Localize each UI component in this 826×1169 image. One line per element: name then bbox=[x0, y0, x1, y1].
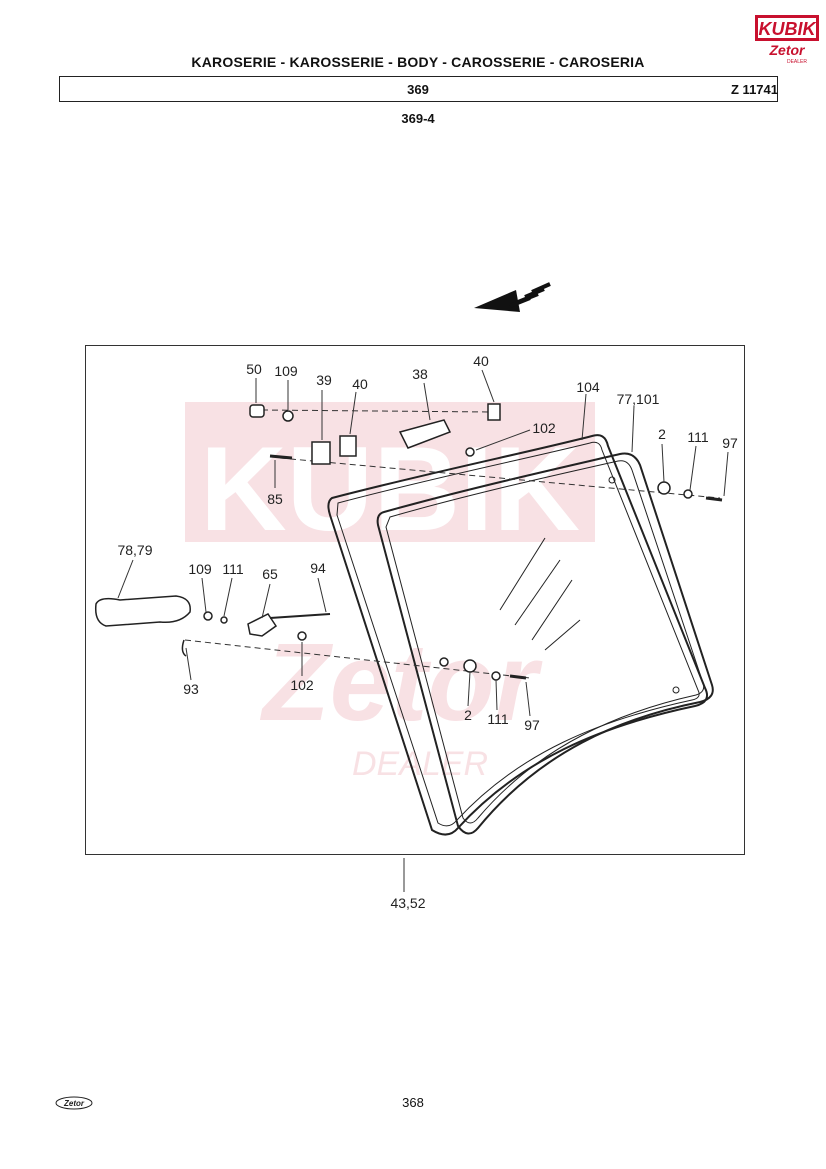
part-label-111: 111 bbox=[222, 561, 243, 577]
part-label-65: 65 bbox=[262, 566, 278, 582]
part-label-43-52: 43,52 bbox=[390, 895, 425, 911]
svg-text:Zetor: Zetor bbox=[260, 621, 543, 744]
reference-box bbox=[59, 76, 778, 102]
part-label-85: 85 bbox=[267, 491, 283, 507]
part-label-111: 111 bbox=[687, 429, 708, 445]
group-number: 369 bbox=[407, 82, 429, 97]
svg-text:KUBIK: KUBIK bbox=[759, 19, 818, 39]
part-label-2: 2 bbox=[464, 707, 472, 723]
part-label-97: 97 bbox=[524, 717, 540, 733]
glass-pane bbox=[376, 452, 714, 835]
part-label-38: 38 bbox=[412, 366, 428, 382]
upper-hinge-parts bbox=[249, 403, 501, 465]
part-label-97: 97 bbox=[722, 435, 738, 451]
diagram-frame bbox=[85, 345, 745, 855]
part-label-102: 102 bbox=[290, 677, 314, 693]
lower-bracket-parts bbox=[181, 481, 723, 681]
svg-text:KUBIK: KUBIK bbox=[200, 422, 580, 556]
handle-part bbox=[94, 595, 191, 627]
dealer-watermark: KUBIK Zetor DEALER bbox=[185, 402, 595, 783]
direction-arrow-icon bbox=[474, 282, 551, 312]
kubik-zetor-logo: KUBIK Zetor DEALER bbox=[755, 15, 819, 65]
part-label-94: 94 bbox=[310, 560, 326, 576]
part-label-109: 109 bbox=[274, 363, 298, 379]
page-title: KAROSERIE - KAROSSERIE - BODY - CAROSSER… bbox=[191, 54, 645, 70]
part-label-102: 102 bbox=[532, 420, 556, 436]
zetor-footer-logo: Zetor bbox=[55, 1096, 93, 1110]
part-label-50: 50 bbox=[246, 361, 262, 377]
svg-text:DEALER: DEALER bbox=[787, 59, 807, 65]
part-label-111: 111 bbox=[487, 711, 508, 727]
part-label-40: 40 bbox=[352, 376, 368, 392]
svg-text:DEALER: DEALER bbox=[352, 745, 488, 783]
part-label-77-101: 77,101 bbox=[617, 391, 660, 407]
part-label-78-79: 78,79 bbox=[117, 542, 152, 558]
part-label-39: 39 bbox=[316, 372, 332, 388]
part-label-2: 2 bbox=[658, 426, 666, 442]
seal-frame bbox=[327, 434, 708, 836]
svg-text:Zetor: Zetor bbox=[769, 42, 807, 58]
part-label-104: 104 bbox=[576, 379, 600, 395]
svg-text:Zetor: Zetor bbox=[63, 1099, 85, 1108]
part-label-109: 109 bbox=[188, 561, 212, 577]
part-label-40: 40 bbox=[473, 353, 489, 369]
sub-reference: 369-4 bbox=[401, 111, 435, 126]
drawing-code: Z 11741 bbox=[731, 82, 778, 97]
part-label-93: 93 bbox=[183, 681, 199, 697]
page-number: 368 bbox=[402, 1095, 424, 1110]
